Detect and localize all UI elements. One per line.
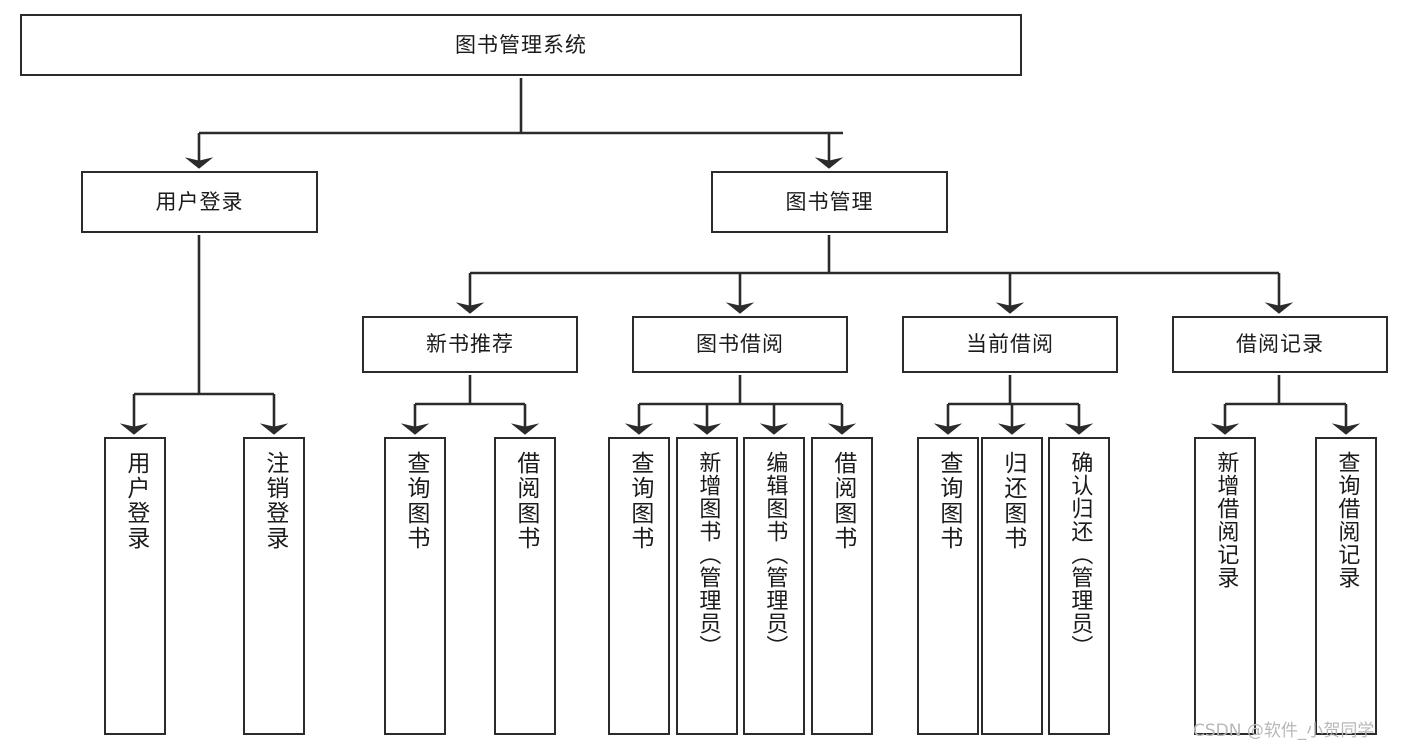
node-leaf-borrow-book-recommend[interactable]: 借阅图书 <box>494 437 556 735</box>
node-label: 新书推荐 <box>426 332 514 356</box>
node-borrow-record[interactable]: 借阅记录 <box>1172 316 1388 373</box>
node-label: 当前借阅 <box>966 332 1054 356</box>
node-user-login[interactable]: 用户登录 <box>81 171 318 233</box>
node-label: 图书管理 <box>785 189 874 214</box>
node-root-book-management-system[interactable]: 图书管理系统 <box>20 14 1022 76</box>
node-label: 用户登录 <box>122 451 149 551</box>
node-label: 查询借阅记录 <box>1334 451 1360 589</box>
node-label: 查询图书 <box>626 451 653 551</box>
node-label: 图书借阅 <box>696 332 784 356</box>
node-leaf-add-borrow-record[interactable]: 新增借阅记录 <box>1194 437 1256 735</box>
node-leaf-add-book[interactable]: 新增图书（管理员） <box>676 437 738 735</box>
node-label: 新增借阅记录 <box>1213 451 1239 589</box>
node-label: 编辑图书（管理员） <box>762 451 788 658</box>
csdn-watermark: CSDN @软件_小贺同学 <box>1193 721 1375 741</box>
node-book-borrow[interactable]: 图书借阅 <box>632 316 848 373</box>
node-label: 查询图书 <box>402 451 429 551</box>
node-leaf-user-login[interactable]: 用户登录 <box>104 437 166 735</box>
node-leaf-borrow-book[interactable]: 借阅图书 <box>811 437 873 735</box>
node-label: 归还图书 <box>999 451 1026 551</box>
node-label: 确认归还（管理员） <box>1067 451 1093 658</box>
node-label: 新增图书（管理员） <box>695 451 721 658</box>
node-label: 借阅记录 <box>1236 332 1324 356</box>
node-book-manage[interactable]: 图书管理 <box>711 171 948 233</box>
node-leaf-logout-login[interactable]: 注销登录 <box>243 437 305 735</box>
node-new-book-recommend[interactable]: 新书推荐 <box>362 316 578 373</box>
node-label: 注销登录 <box>261 451 288 551</box>
node-label: 借阅图书 <box>512 451 539 551</box>
node-label: 查询图书 <box>935 451 962 551</box>
node-leaf-query-book-borrow[interactable]: 查询图书 <box>608 437 670 735</box>
node-leaf-return-book[interactable]: 归还图书 <box>981 437 1043 735</box>
node-current-borrow[interactable]: 当前借阅 <box>902 316 1118 373</box>
node-leaf-query-borrow-record[interactable]: 查询借阅记录 <box>1315 437 1377 735</box>
node-leaf-edit-book[interactable]: 编辑图书（管理员） <box>743 437 805 735</box>
node-leaf-confirm-return[interactable]: 确认归还（管理员） <box>1048 437 1110 735</box>
node-leaf-query-book-current[interactable]: 查询图书 <box>917 437 979 735</box>
node-label: 用户登录 <box>155 189 244 214</box>
node-label: 借阅图书 <box>829 451 856 551</box>
node-leaf-query-book-recommend[interactable]: 查询图书 <box>384 437 446 735</box>
node-label: 图书管理系统 <box>455 32 587 57</box>
